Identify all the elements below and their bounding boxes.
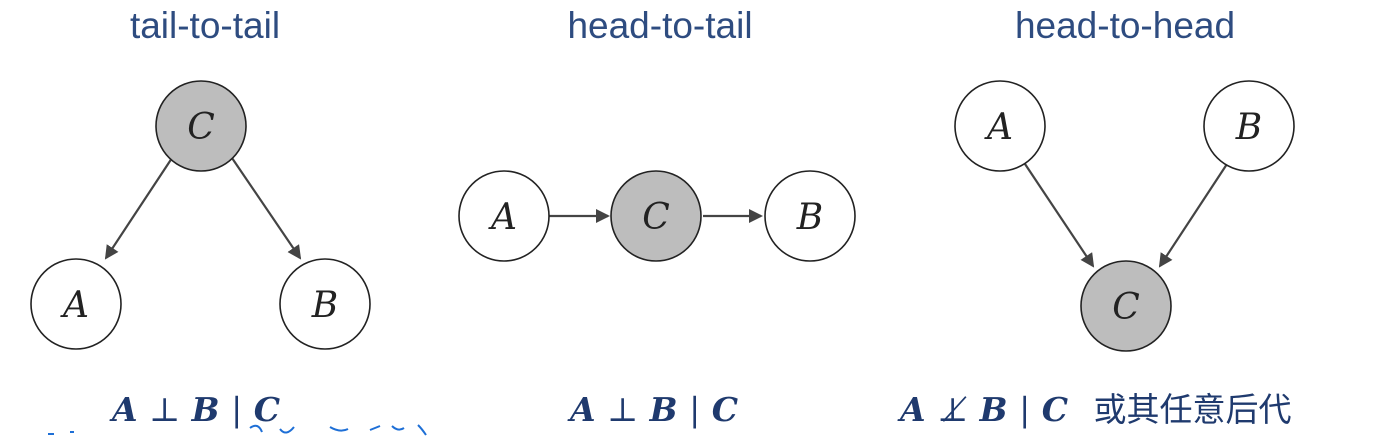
independence-symbol: ⊥ bbox=[149, 390, 181, 429]
node-b: B bbox=[1203, 80, 1295, 172]
node-b: B bbox=[764, 170, 856, 262]
panel-3-formula: A ⊥̸ B | C 或其任意后代 bbox=[900, 388, 1291, 432]
node-c: C bbox=[155, 80, 247, 172]
formula-left-var: A bbox=[900, 390, 926, 429]
node-a-label: A bbox=[60, 285, 89, 326]
node-a-label: A bbox=[488, 197, 517, 238]
node-b: B bbox=[279, 258, 371, 350]
node-c-label: C bbox=[187, 107, 215, 148]
panel-3-title: head-to-head bbox=[1014, 5, 1236, 46]
formula-cond-var: C bbox=[711, 390, 738, 429]
formula-left-var: A bbox=[112, 390, 138, 429]
node-b-label: B bbox=[796, 197, 823, 238]
node-b-label: B bbox=[311, 285, 338, 326]
independence-symbol: ⊥ bbox=[607, 390, 639, 429]
panel-1-formula: A ⊥ B | C bbox=[112, 388, 280, 432]
given-bar: | bbox=[1019, 390, 1031, 429]
panel-1-title: tail-to-tail bbox=[129, 5, 281, 46]
edge-b-to-c bbox=[1158, 163, 1228, 268]
formula-cond-var: C bbox=[1041, 390, 1068, 429]
formula-right-var: B bbox=[979, 390, 1008, 429]
formula-right-var: B bbox=[649, 390, 678, 429]
node-a: A bbox=[954, 80, 1046, 172]
edge-c-to-a bbox=[104, 157, 173, 260]
formula-cond-var: C bbox=[253, 390, 280, 429]
node-c-label: C bbox=[1112, 287, 1140, 328]
cropped-annotation bbox=[40, 424, 440, 439]
panel-2-formula: A ⊥ B | C bbox=[570, 388, 738, 432]
node-a: A bbox=[30, 258, 122, 350]
panel-3-graph: A B C bbox=[954, 80, 1295, 352]
panel-2-graph: A C B bbox=[458, 170, 856, 262]
not-independence-symbol: ⊥̸ bbox=[937, 390, 969, 429]
node-a: A bbox=[458, 170, 550, 262]
given-bar: | bbox=[689, 390, 701, 429]
node-c: C bbox=[610, 170, 702, 262]
node-a-label: A bbox=[984, 107, 1013, 148]
node-b-label: B bbox=[1235, 107, 1262, 148]
edge-c-to-b bbox=[231, 157, 302, 260]
given-bar: | bbox=[231, 390, 243, 429]
node-c: C bbox=[1080, 260, 1172, 352]
formula-left-var: A bbox=[570, 390, 596, 429]
descendant-note: 或其任意后代 bbox=[1093, 390, 1292, 429]
panel-1-graph: C A B bbox=[30, 80, 371, 350]
node-c-label: C bbox=[642, 197, 670, 238]
edge-a-to-c bbox=[1024, 163, 1095, 268]
formula-right-var: B bbox=[191, 390, 220, 429]
panel-2-title: head-to-tail bbox=[567, 5, 753, 46]
